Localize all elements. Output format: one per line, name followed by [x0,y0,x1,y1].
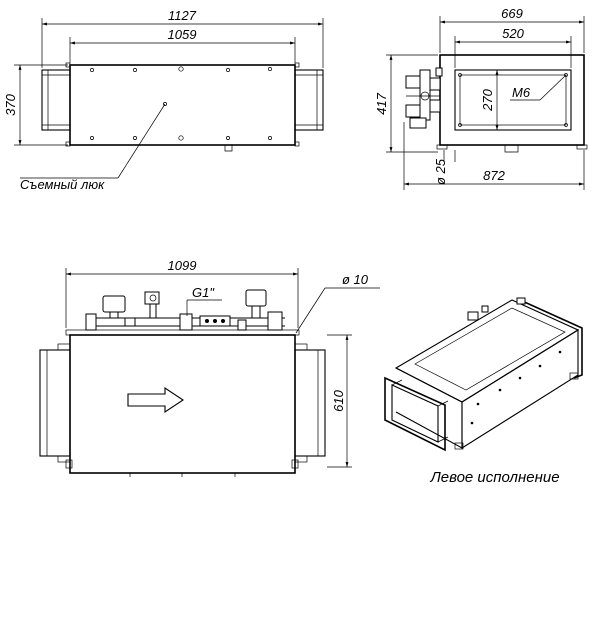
dim-front-hole: ø 10 [342,272,369,287]
dim-side-overall-width: 669 [501,6,523,21]
dim-side-pipe-dia: ø 25 [433,158,448,185]
dim-top-overall-length: 1127 [168,8,197,23]
front-view-left-duct [39,349,71,457]
front-view-body [69,334,296,474]
top-view-left-duct [41,69,71,131]
iso-rear-duct-flange [519,299,583,379]
dim-side-flange-height: 270 [480,88,495,111]
dim-front-length: 1099 [168,258,197,273]
dim-side-total-width: 872 [483,168,505,183]
side-view-valve-assembly [405,67,443,129]
dim-front-height: 610 [331,389,346,411]
top-view: 1127 1059 370 Съемный люк [3,8,324,192]
front-view-piping [85,289,285,331]
label-removable-hatch: Съемный люк [20,177,105,192]
top-view-right-duct [294,69,324,131]
side-view-flange [454,69,572,131]
dim-top-height: 370 [3,93,18,115]
label-thread-size: G1" [192,285,215,300]
isometric-view: Левое исполнение [384,297,583,486]
dim-top-body-length: 1059 [168,27,197,42]
iso-right-face [461,329,579,449]
side-view: 669 520 417 270 M6 ø 25 872 [374,6,588,190]
front-view-right-duct [294,349,326,457]
iso-front-duct-flange [384,376,446,452]
front-view: 1099 G1" ø 10 610 [39,258,380,477]
dim-side-height: 417 [374,92,389,114]
label-left-version: Левое исполнение [429,469,559,486]
iso-front-face [395,367,463,449]
label-bolt-size: M6 [512,85,531,100]
airflow-arrow-icon [127,386,184,414]
top-view-screws [90,66,272,141]
top-view-body [69,64,296,146]
dim-side-flange-width: 520 [502,26,524,41]
